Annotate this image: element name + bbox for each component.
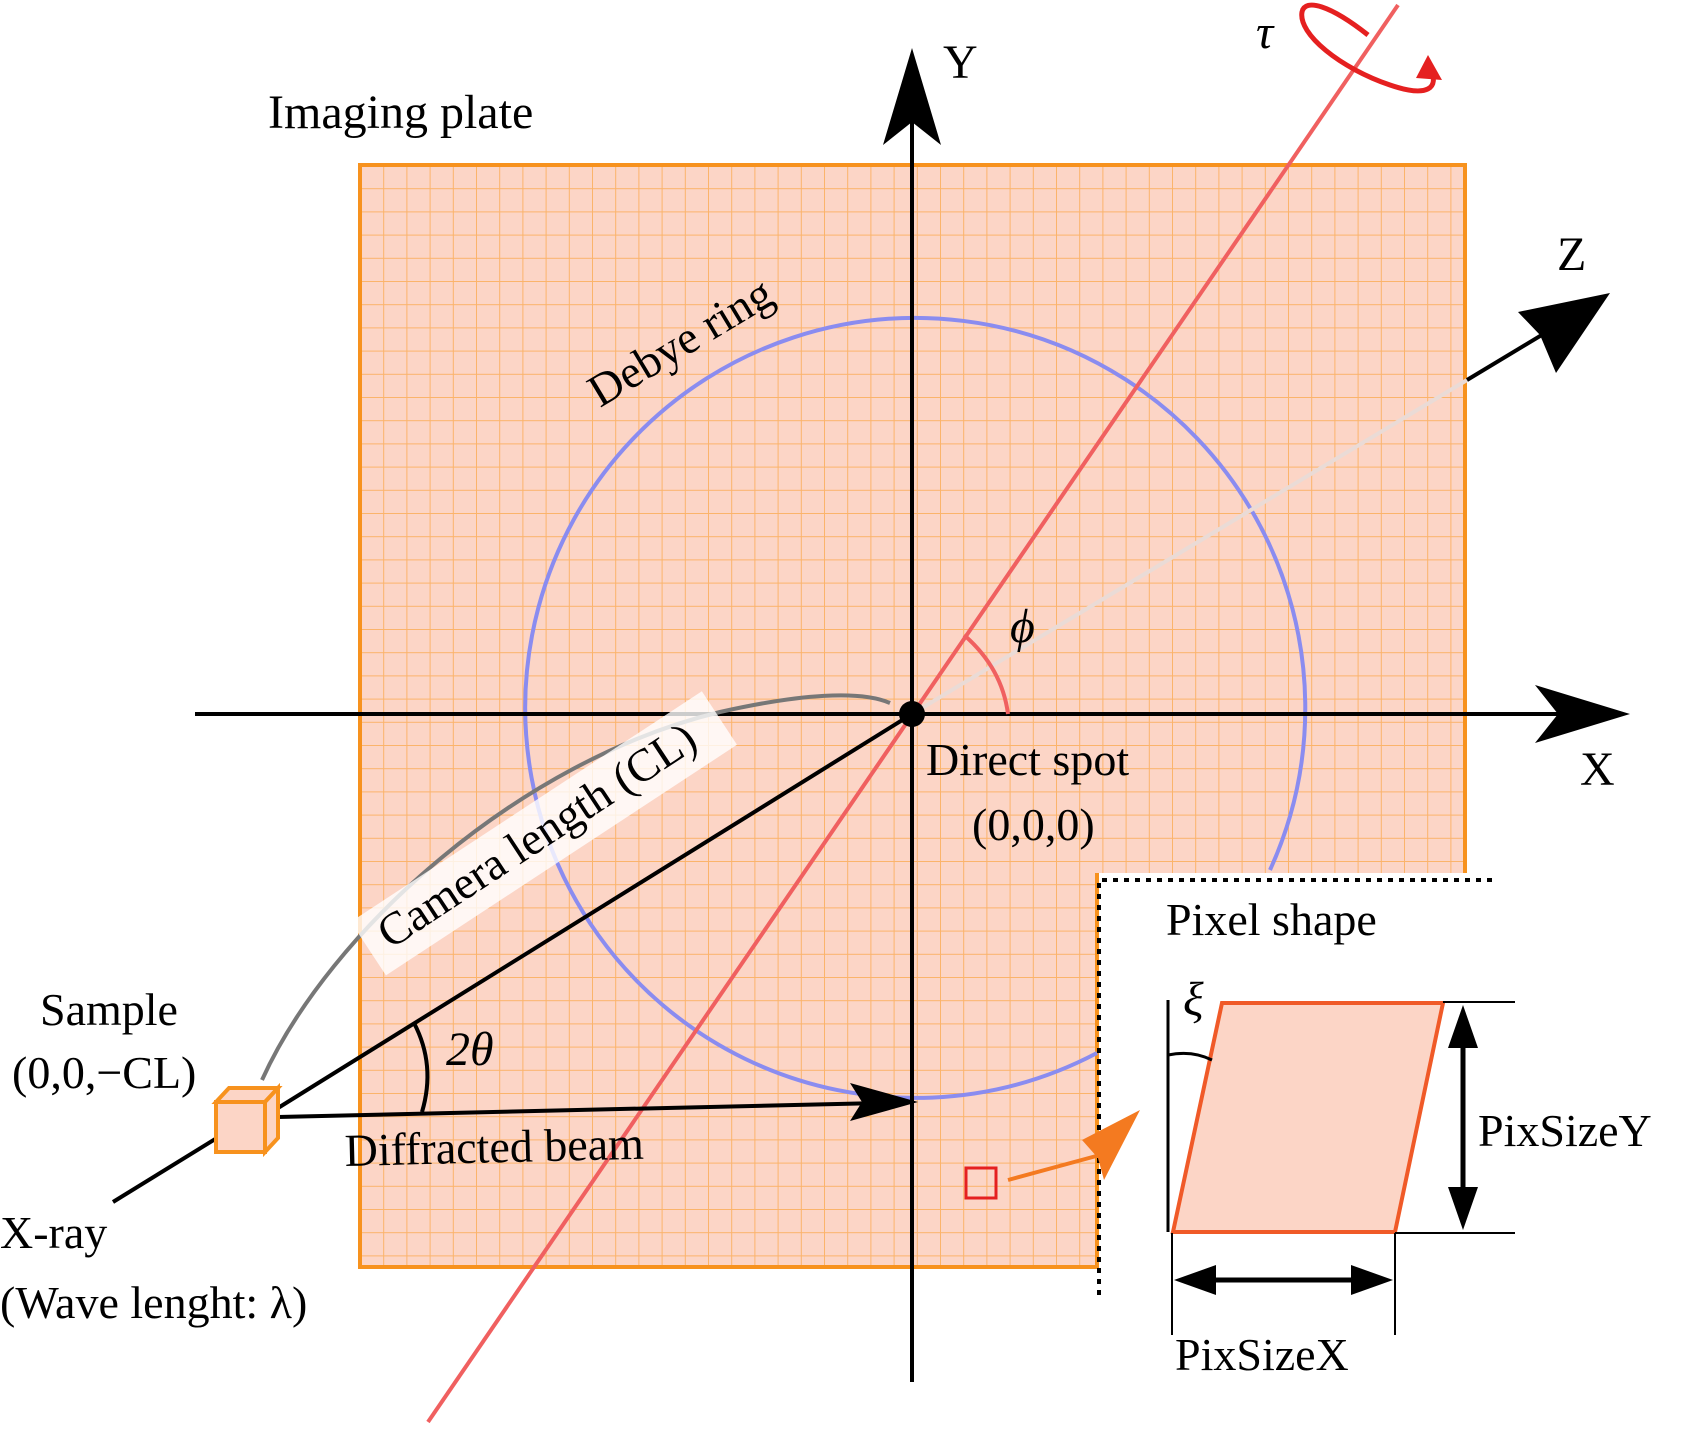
pix-size-y-label: PixSizeY [1478, 1105, 1652, 1156]
xray-label: X-ray [0, 1207, 107, 1258]
z-axis-label: Z [1557, 228, 1586, 281]
direct-spot-coords: (0,0,0) [972, 799, 1095, 850]
sample-cube-icon [211, 1082, 283, 1158]
pix-size-x-arrow-right [1351, 1265, 1393, 1295]
z-axis-behind [910, 378, 1469, 716]
sample-coords: (0,0,−CL) [12, 1047, 196, 1098]
direct-spot-label: Direct spot [926, 734, 1129, 785]
phi-arc [962, 633, 1010, 715]
x-axis-label: X [1580, 743, 1615, 796]
camera-length-arc [260, 693, 891, 1081]
y-axis-arrowhead [883, 48, 941, 145]
x-axis-arrowhead [1535, 685, 1630, 743]
pix-size-x-label: PixSizeX [1175, 1329, 1349, 1380]
tau-label: τ [1256, 6, 1275, 59]
rotation-arrow-icon [1299, 2, 1442, 94]
pixel-highlight-arrow [1007, 1110, 1140, 1182]
two-theta-label: 2θ [446, 1023, 494, 1076]
sample-label: Sample [40, 984, 178, 1035]
diffracted-beam [277, 1101, 881, 1119]
diffracted-beam-label: Diffracted beam [344, 1118, 645, 1176]
pixel-shape-label: Pixel shape [1166, 894, 1377, 945]
phi-label: ϕ [1010, 600, 1035, 653]
pixel-parallelogram [1170, 1001, 1446, 1234]
wavelength-label: (Wave lenght: λ) [0, 1277, 307, 1328]
z-axis-arrowhead [1518, 293, 1610, 373]
debye-ring [523, 315, 1308, 1100]
diffracted-beam-arrowhead [850, 1083, 918, 1121]
imaging-plate-label: Imaging plate [268, 86, 533, 139]
pix-size-x-arrow-left [1174, 1265, 1216, 1295]
pixel-marker-icon [964, 1166, 998, 1200]
y-axis-label: Y [943, 36, 978, 89]
xi-arc [1167, 1051, 1213, 1062]
two-theta-arc [412, 1022, 430, 1113]
camera-length-label-box [350, 691, 737, 976]
xi-label: ξ [1183, 973, 1204, 1026]
direct-spot-dot [899, 701, 925, 727]
pix-size-y-arrow-bottom [1448, 1187, 1478, 1230]
camera-length-line [276, 712, 914, 1110]
pix-size-y-arrow-top [1448, 1005, 1478, 1048]
